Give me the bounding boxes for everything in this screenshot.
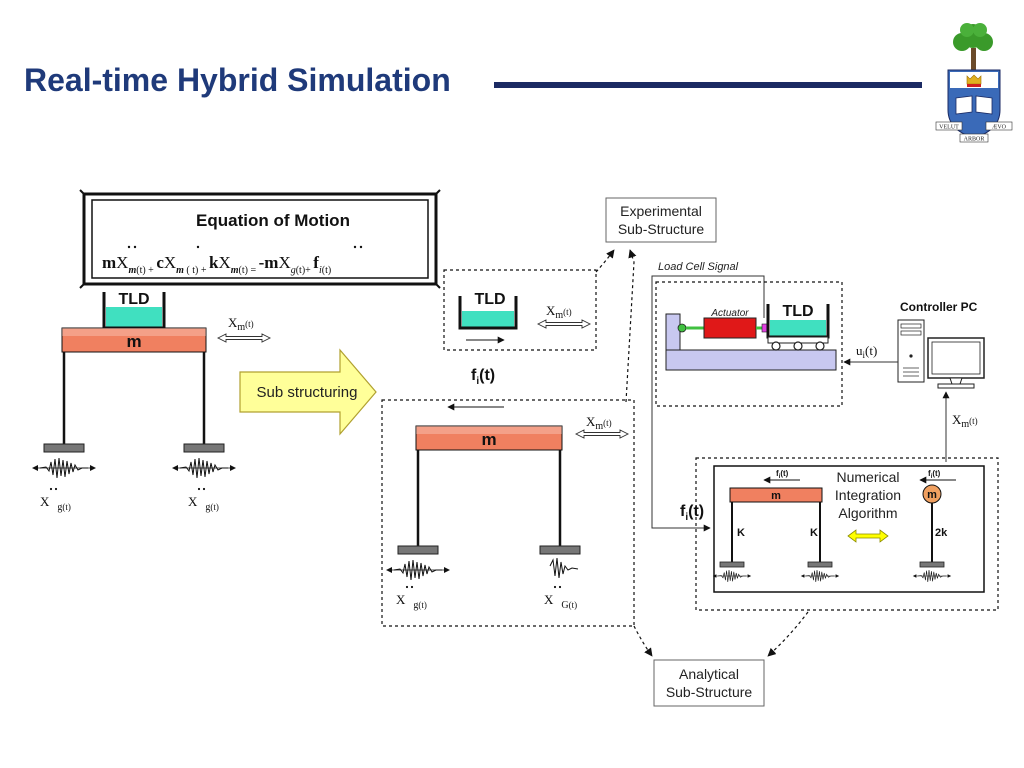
university-crest-logo: VELUT ÆVO ARBOR <box>935 23 1013 143</box>
controller-pc-label: Controller PC <box>900 300 978 314</box>
support-right <box>183 443 225 453</box>
svg-text:Sub-Structure: Sub-Structure <box>618 221 705 237</box>
force-label-middle: fi(t) <box>471 367 495 387</box>
svg-text:TLD: TLD <box>474 291 505 308</box>
crown-icon <box>966 74 982 87</box>
displacement-label: Xm(t) <box>228 315 254 333</box>
experimental-setup-box: Load Cell Signal Actuator TLD <box>651 261 843 532</box>
equation-formula: mXm(t) + cXm ( t) + kXm(t) = -mXg(t)+ fi… <box>102 253 331 276</box>
controller-pc: Controller PC ui(t) Xm(t) <box>843 300 985 462</box>
svg-text:Integration: Integration <box>835 487 901 503</box>
experimental-substructure-label: Experimental Sub-Structure <box>605 197 717 243</box>
svg-text:fi(t): fi(t) <box>928 469 941 480</box>
tld-label: TLD <box>118 291 149 308</box>
coupling-arrow <box>847 529 889 543</box>
svg-text:XG(t): XG(t) <box>544 592 577 611</box>
analytical-substructure-label: Analytical Sub-Structure <box>653 659 765 707</box>
ground-motion-right <box>171 457 237 479</box>
sub-structuring-arrow: Sub structuring <box>239 348 377 436</box>
reaction-wall <box>665 313 681 353</box>
svg-text:Analytical: Analytical <box>679 666 739 682</box>
tree-icon <box>953 23 993 70</box>
feedback-label: Xm(t) <box>952 412 978 430</box>
tld-tank: TLD <box>102 291 166 330</box>
motto-right: ÆVO <box>992 125 1007 131</box>
mass-block <box>61 327 207 353</box>
actuator <box>703 317 757 339</box>
support-left <box>43 443 85 453</box>
motto-bottom: ARBOR <box>964 137 985 143</box>
shake-table-platform <box>665 349 837 371</box>
svg-text:m: m <box>771 490 781 502</box>
actuator-label: Actuator <box>710 308 749 319</box>
numerical-integration-box: Numerical Integration Algorithm fi(t) m … <box>695 457 999 611</box>
svg-text:Numerical: Numerical <box>836 469 899 485</box>
equation-heading: Equation of Motion <box>196 211 350 230</box>
load-cell-signal-line <box>651 275 765 532</box>
svg-text:Xm(t): Xm(t) <box>586 414 612 432</box>
sub-structuring-label: Sub structuring <box>257 384 358 401</box>
svg-text:Xm(t): Xm(t) <box>546 303 572 321</box>
svg-text:m: m <box>927 489 937 501</box>
svg-text:Experimental: Experimental <box>620 203 702 219</box>
svg-text:TLD: TLD <box>782 303 813 320</box>
svg-text:Xg(t): Xg(t) <box>396 592 427 611</box>
svg-text:fi(t): fi(t) <box>776 469 789 480</box>
motto-left: VELUT <box>939 125 959 131</box>
scroll-banner: VELUT ÆVO ARBOR <box>935 121 1013 143</box>
svg-text:2k: 2k <box>935 527 948 539</box>
title-rule <box>494 82 922 88</box>
monitor-icon <box>927 337 985 389</box>
control-signal-label: ui(t) <box>856 343 877 360</box>
slide-title: Real-time Hybrid Simulation <box>24 62 451 98</box>
tld-water <box>770 320 826 336</box>
svg-text:Sub-Structure: Sub-Structure <box>666 684 753 700</box>
tld-substructure-box: TLD Xm(t) <box>443 269 597 351</box>
book-icon <box>955 95 993 115</box>
force-label-right: fi(t) <box>680 503 704 523</box>
svg-text:K: K <box>737 527 745 539</box>
svg-text:Algorithm: Algorithm <box>838 505 897 521</box>
computer-tower-icon <box>897 319 925 383</box>
ground-motion-left <box>31 457 97 479</box>
displacement-arrow <box>217 333 271 343</box>
derivative-dots <box>127 245 363 249</box>
svg-text:m: m <box>481 430 496 449</box>
load-cell-signal-label: Load Cell Signal <box>658 261 739 273</box>
mass-label: m <box>126 332 141 351</box>
equation-of-motion-box: Equation of Motion mXm(t) + cXm ( t) + k… <box>79 189 441 289</box>
svg-text:K: K <box>810 527 818 539</box>
